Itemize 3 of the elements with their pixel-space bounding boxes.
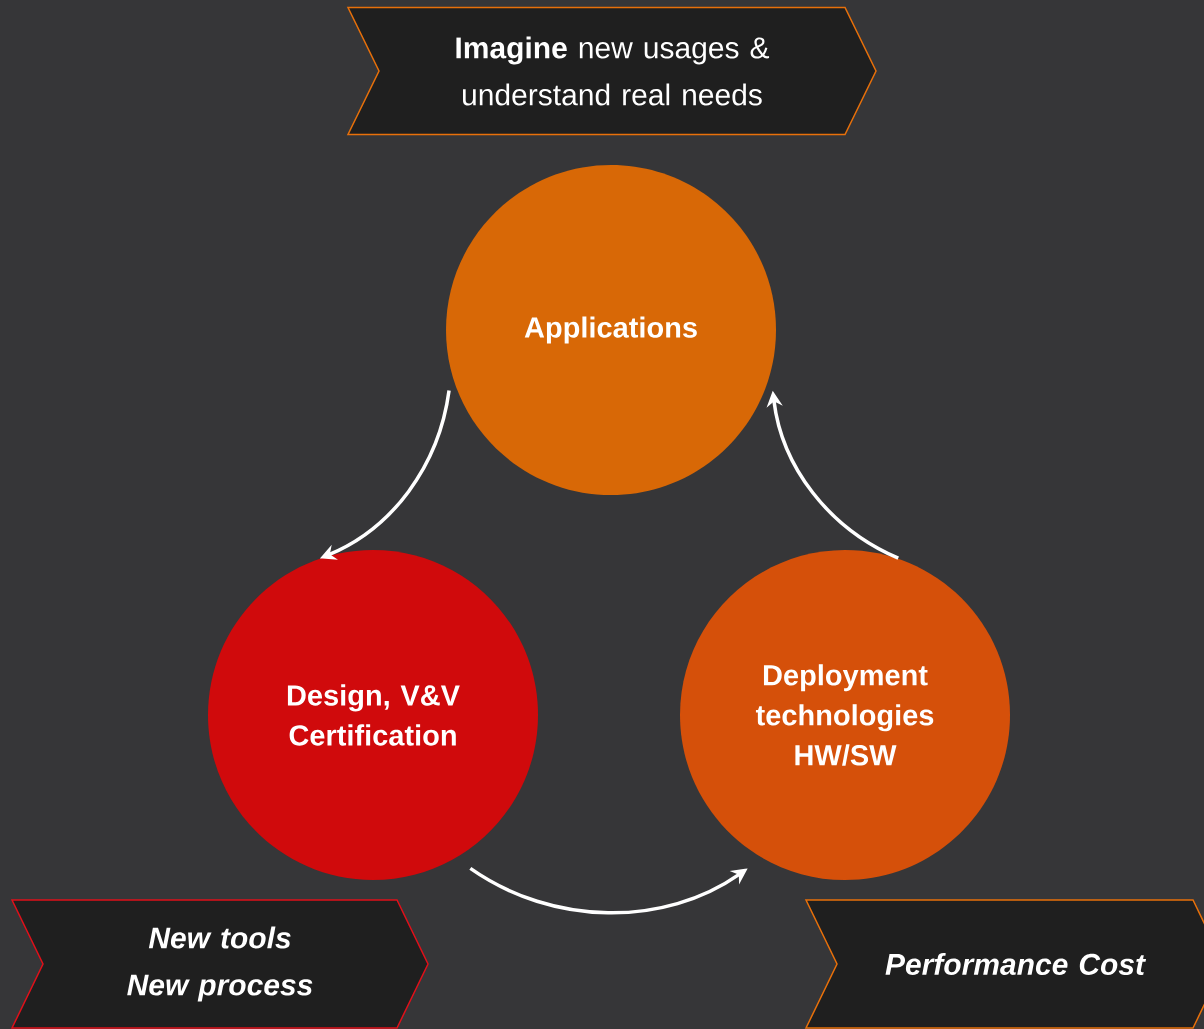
chevron-banner: Imagine new usages & understand real needs (346, 6, 877, 136)
chevron-banner: New tools New process (10, 899, 429, 1029)
chevron-banner: Performance Cost (804, 899, 1204, 1029)
